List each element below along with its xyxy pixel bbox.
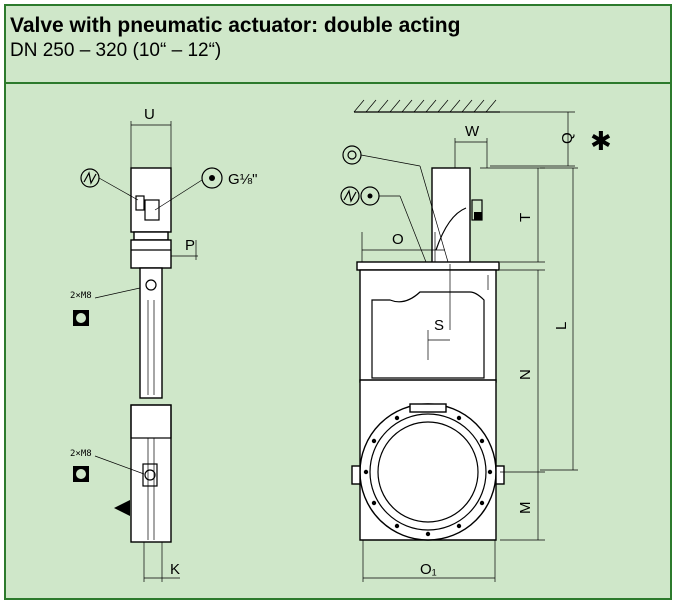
diagram-subtitle: DN 250 – 320 (10“ – 12“) <box>10 40 222 61</box>
dim-label-k: K <box>170 561 180 578</box>
port-icon <box>201 167 223 189</box>
dim-label-p: P <box>185 237 195 254</box>
port-size-label: G⅛" <box>228 171 258 188</box>
dim-label-o: O <box>392 231 404 248</box>
pneumatic-connection-icon <box>340 186 380 206</box>
bonnet <box>130 239 172 269</box>
port-icon <box>342 145 362 165</box>
dim-label-q: Q <box>559 132 576 144</box>
dim-label-w: W <box>465 123 480 140</box>
side-view: U P K 2×M8 <box>70 106 258 582</box>
shaft-column <box>139 267 163 399</box>
diagram-title: Valve with pneumatic actuator: double ac… <box>10 14 461 37</box>
dim-label-s: S <box>434 317 444 334</box>
front-view: Q ✱ W T L O S <box>340 99 612 582</box>
dim-label-m: M <box>517 502 534 515</box>
title-divider <box>4 82 672 84</box>
top-flange <box>356 261 500 271</box>
dim-label-o1: O₁ <box>420 561 437 578</box>
asterisk-icon: ✱ <box>590 126 612 156</box>
diagram-frame <box>4 4 672 600</box>
screw-icon <box>73 310 89 326</box>
valve-housing <box>359 269 497 383</box>
dim-label-l: L <box>553 322 570 330</box>
flow-direction-icon <box>114 500 130 516</box>
pneumatic-connection-icon <box>80 168 100 188</box>
screw-label-top: 2×M8 <box>70 291 92 301</box>
dim-label-u: U <box>144 106 155 123</box>
dim-label-t: T <box>517 213 534 222</box>
dim-label-n: N <box>517 369 534 380</box>
actuator-front <box>431 167 471 265</box>
valve-flange <box>359 403 497 541</box>
screw-label-bottom: 2×M8 <box>70 449 92 459</box>
screw-icon <box>73 466 89 482</box>
lower-body <box>130 404 172 543</box>
